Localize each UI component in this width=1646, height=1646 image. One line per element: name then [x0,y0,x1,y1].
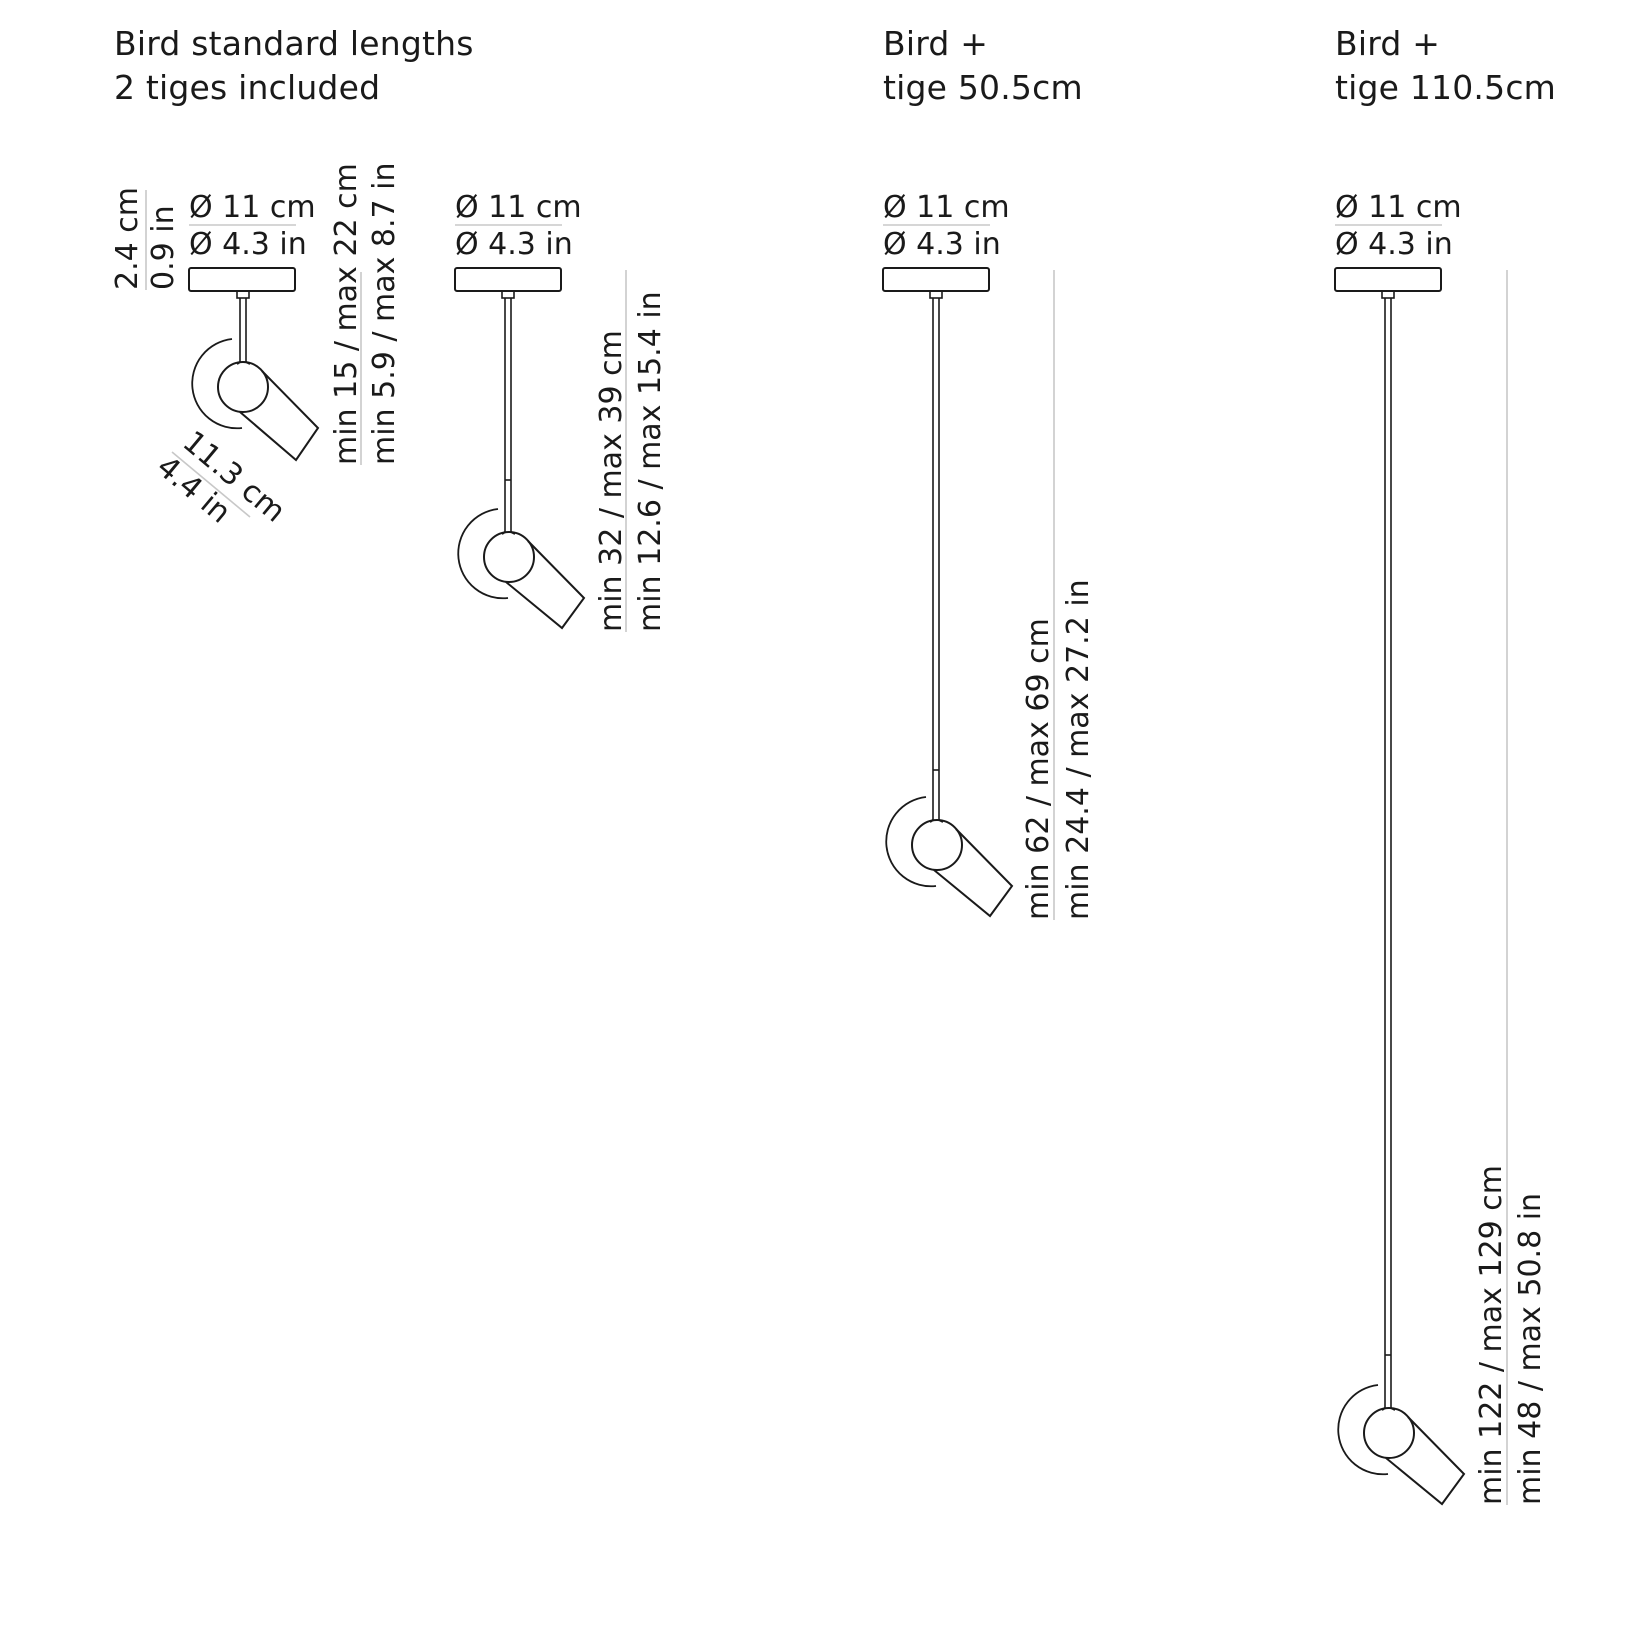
heading-tige-110: Bird + tige 110.5cm [1335,22,1556,110]
heading-tige-50: Bird + tige 50.5cm [883,22,1083,110]
lamp-3: Ø 11 cm Ø 4.3 in min 62 / max 69 cm min … [882,190,1096,920]
rear-arc [457,508,509,600]
spot-head [505,540,586,630]
canopy-connector [501,290,515,299]
rear-arc [191,338,243,430]
heading-standard-line1: Bird standard lengths [114,24,474,63]
heading-tige110-line2: tige 110.5cm [1335,68,1557,107]
canopy-connector [236,290,250,299]
ball-joint [217,361,269,413]
ball-joint [483,531,535,583]
rod-to-ball [1381,1407,1396,1411]
rear-arc [1337,1384,1389,1476]
heading-standard-lengths: Bird standard lengths 2 tiges included [114,22,474,110]
ceiling-canopy [188,267,296,292]
ceiling-canopy [454,267,562,292]
heading-standard-line2: 2 tiges included [114,68,381,107]
rod-to-ball [929,819,944,823]
rear-arc [885,796,937,888]
ball-joint [911,819,963,871]
lamp-4: Ø 11 cm Ø 4.3 in min 122 / max 129 cm mi… [1334,190,1548,1506]
ball-joint [1363,1407,1415,1459]
heading-tige110-line1: Bird + [1335,24,1441,63]
lamp2-height-cm: min 32 / max 39 cm [594,330,629,632]
ceiling-canopy [1334,267,1442,292]
canopy-connector [929,290,943,299]
rod-to-ball [501,531,516,535]
lamp3-height-cm: min 62 / max 69 cm [1021,618,1056,920]
heading-tige50-line1: Bird + [883,24,989,63]
canopy-height-cm: 2.4 cm [110,187,145,290]
canopy-diameter-cm: Ø 11 cm [455,190,582,225]
spot-head [1385,1416,1466,1506]
lamp-1: Ø 11 cm Ø 4.3 in 2.4 cm 0.9 in 11.3 cm 4… [110,163,402,531]
ceiling-canopy [882,267,990,292]
spot-head [933,828,1014,918]
rod-to-ball [236,361,251,365]
canopy-diameter-cm: Ø 11 cm [1335,190,1462,225]
canopy-diameter-in: Ø 4.3 in [455,227,573,262]
lamp2-height-in: min 12.6 / max 15.4 in [633,291,668,632]
head-length-divider [171,451,251,518]
canopy-diameter-in: Ø 4.3 in [189,227,307,262]
canopy-diameter-cm: Ø 11 cm [189,190,316,225]
canopy-height-in: 0.9 in [146,205,181,290]
lamp4-height-in: min 48 / max 50.8 in [1513,1193,1548,1505]
lamp1-height-in: min 5.9 / max 8.7 in [367,163,402,466]
heading-tige50-line2: tige 50.5cm [883,68,1083,107]
lamp1-height-cm: min 15 / max 22 cm [329,163,364,465]
lamp4-height-cm: min 122 / max 129 cm [1474,1165,1509,1505]
canopy-connector [1381,290,1395,299]
canopy-diameter-cm: Ø 11 cm [883,190,1010,225]
spot-head [239,370,320,462]
lamp-2: Ø 11 cm Ø 4.3 in min 32 / max 39 cm min … [454,190,668,632]
canopy-diameter-in: Ø 4.3 in [883,227,1001,262]
lamp3-height-in: min 24.4 / max 27.2 in [1061,579,1096,920]
canopy-diameter-in: Ø 4.3 in [1335,227,1453,262]
